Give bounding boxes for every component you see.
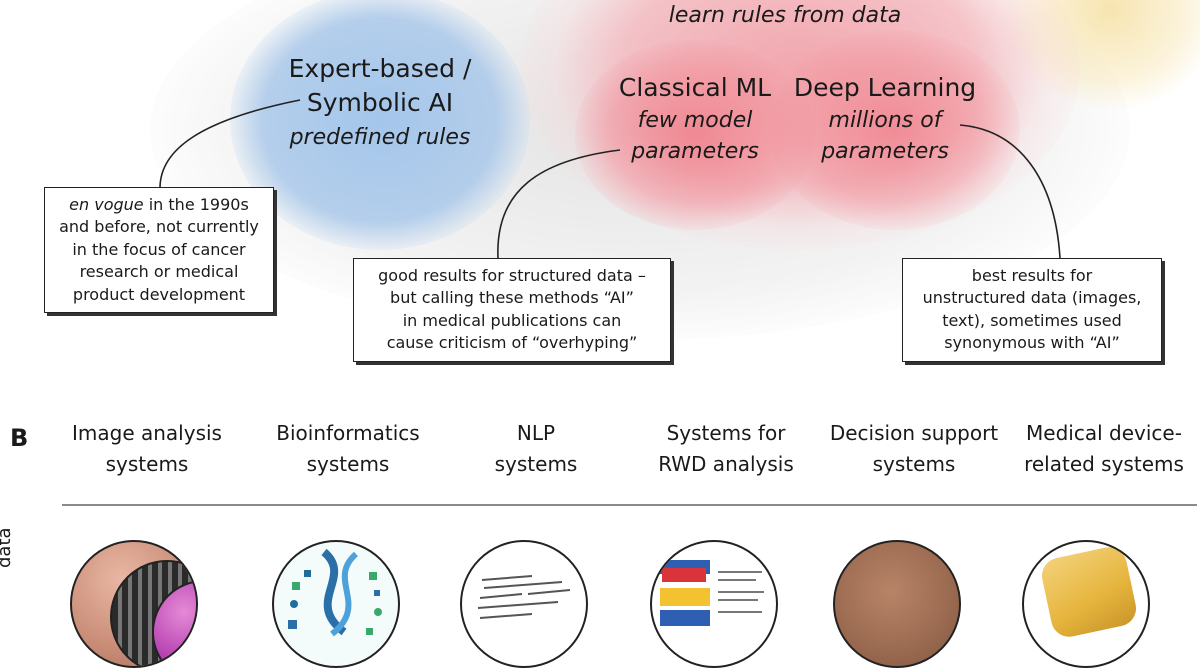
deep-learning-subtitle-line1: millions of bbox=[828, 108, 942, 133]
rwd-red-bar bbox=[662, 568, 706, 582]
callout-line: unstructured data (images, bbox=[922, 288, 1142, 308]
category-medical-device: Medical device- related systems bbox=[1024, 421, 1184, 476]
deep-learning-callout: best results for unstructured data (imag… bbox=[902, 258, 1162, 362]
top-caption: learn rules from data bbox=[668, 3, 902, 28]
medical-device-thumbnail bbox=[1022, 540, 1150, 668]
category-image-analysis: Image analysis systems bbox=[72, 421, 222, 476]
dna-helix-icon bbox=[288, 548, 382, 637]
callout-line: and before, not currently bbox=[59, 217, 259, 237]
callout-emphasis: en vogue bbox=[69, 195, 144, 214]
ml-connector bbox=[497, 149, 621, 259]
panel-b-divider bbox=[62, 504, 1197, 506]
callout-line: in medical publications can bbox=[402, 310, 622, 330]
document-text-icon bbox=[477, 575, 571, 619]
expert-region bbox=[230, 0, 530, 250]
callout-line: product development bbox=[72, 284, 246, 304]
rwd-analysis-thumbnail bbox=[650, 540, 778, 668]
callout-line: in the focus of cancer bbox=[72, 239, 246, 259]
deep-learning-subtitle-line2: parameters bbox=[821, 139, 949, 164]
callout-line: but calling these methods “AI” bbox=[390, 288, 634, 308]
category-rwd-analysis: Systems for RWD analysis bbox=[658, 421, 794, 476]
expert-callout: en vogue in the 1990s and before, not cu… bbox=[44, 187, 274, 313]
row-label-data: data bbox=[0, 527, 15, 568]
decision-support-thumbnail bbox=[833, 540, 961, 668]
dl-connector bbox=[959, 124, 1061, 259]
deep-learning-region bbox=[770, 30, 1020, 230]
category-decision-support: Decision support systems bbox=[829, 421, 999, 476]
expert-title-line2: Symbolic AI bbox=[306, 88, 454, 117]
callout-line: text), sometimes used bbox=[942, 310, 1122, 330]
callout-line: best results for bbox=[971, 266, 1093, 285]
expert-subtitle: predefined rules bbox=[289, 125, 471, 150]
callout-line: good results for structured data – bbox=[378, 266, 646, 285]
classical-ml-subtitle-line2: parameters bbox=[631, 139, 759, 164]
classical-ml-subtitle-line1: few model bbox=[637, 108, 753, 133]
callout-line: cause criticism of “overhyping” bbox=[386, 333, 638, 353]
callout-line: en vogue in the 1990s bbox=[69, 195, 249, 214]
expert-title-line1: Expert-based / bbox=[288, 54, 472, 83]
category-bioinformatics: Bioinformatics systems bbox=[276, 421, 420, 476]
rwd-text-lines-icon bbox=[718, 571, 764, 613]
expert-connector bbox=[159, 99, 301, 189]
classical-ml-callout: good results for structured data – but c… bbox=[353, 258, 671, 362]
callout-line: synonymous with “AI” bbox=[944, 333, 1120, 353]
callout-line: research or medical bbox=[79, 262, 239, 282]
medical-device-icon bbox=[1038, 543, 1140, 641]
deep-learning-title: Deep Learning bbox=[793, 73, 977, 102]
category-nlp: NLP systems bbox=[494, 421, 578, 476]
classical-ml-title: Classical ML bbox=[618, 73, 772, 102]
panel-b-letter: B bbox=[10, 424, 29, 452]
nlp-thumbnail bbox=[460, 540, 588, 668]
image-analysis-thumbnail bbox=[70, 540, 198, 668]
bioinformatics-thumbnail bbox=[272, 540, 400, 668]
callout-connectors bbox=[159, 99, 1061, 259]
